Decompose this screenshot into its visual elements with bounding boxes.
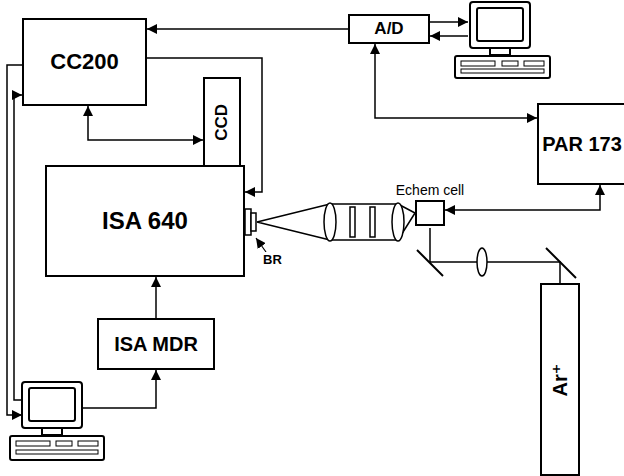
computer-icon — [10, 382, 104, 460]
entrance-slit — [245, 209, 256, 235]
drive-box: ISA MDR — [97, 318, 215, 370]
signal-connector — [147, 28, 348, 30]
detector-box: CCD — [203, 77, 241, 167]
potentiostat-box: PAR 173 — [537, 103, 624, 185]
collection-optics — [257, 203, 415, 241]
part-label: BR — [262, 252, 283, 267]
node-label: ISA MDR — [114, 333, 198, 355]
signal-connector — [445, 185, 600, 210]
spectrograph-box: ISA 640 — [45, 165, 245, 277]
cc-box: CC200 — [22, 18, 147, 106]
node-label: CC200 — [50, 50, 118, 74]
node-label: A/D — [374, 20, 403, 39]
adc-box: A/D — [348, 14, 430, 44]
signal-connector — [88, 106, 203, 140]
laser-tube: Ar⁺ — [540, 283, 580, 476]
signal-connector — [155, 277, 157, 318]
computer-icon — [455, 2, 550, 78]
signal-connector — [375, 44, 537, 118]
cell-box: Echem cell — [415, 200, 445, 226]
leader-line — [256, 238, 266, 252]
node-label: PAR 173 — [542, 133, 622, 155]
node-label: Ar⁺ — [549, 363, 571, 396]
node-label: CCD — [213, 104, 232, 141]
node-heading: Echem cell — [396, 183, 464, 198]
node-label: ISA 640 — [102, 208, 188, 234]
laser-beam — [417, 228, 576, 283]
